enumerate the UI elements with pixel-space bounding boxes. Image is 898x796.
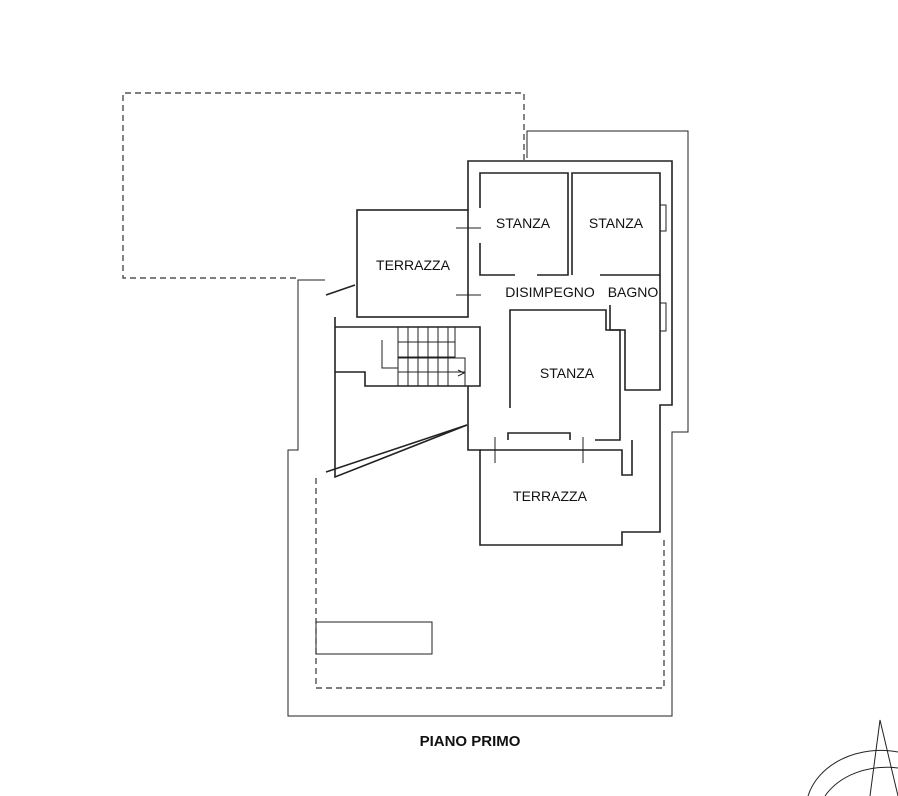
room-label-stanza-3: STANZA <box>540 365 595 381</box>
dashed-outline-lower <box>315 478 665 689</box>
wall-stanza-3 <box>509 309 621 441</box>
room-label-stanza-2: STANZA <box>589 215 644 231</box>
wall-bagno <box>609 275 661 391</box>
room-label-terrazza-bottom: TERRAZZA <box>513 488 588 504</box>
window <box>659 204 667 232</box>
window <box>659 302 667 332</box>
dashed-outline-upper <box>122 92 525 279</box>
building-wall <box>467 160 673 546</box>
garden-rect <box>315 621 433 655</box>
terrazza-bottom-outline <box>480 440 633 476</box>
wall-stanza-3b <box>507 432 571 440</box>
terrazza-top-outline <box>356 209 469 318</box>
north-arrow-icon <box>807 719 898 796</box>
plan-title: PIANO PRIMO <box>420 733 521 750</box>
diagonal-wall <box>325 424 468 473</box>
wall-stanza-1b <box>479 243 515 276</box>
wall-stanza-1 <box>479 172 569 276</box>
stairs <box>381 326 466 387</box>
lot-boundary <box>287 130 689 717</box>
room-label-disimpegno: DISIMPEGNO <box>505 284 595 300</box>
wall-stanza-2 <box>571 172 661 276</box>
room-label-stanza-1: STANZA <box>496 215 551 231</box>
stair-wall <box>334 317 468 479</box>
room-label-bagno: BAGNO <box>608 284 659 300</box>
diagonal-wall-top <box>325 284 356 296</box>
room-label-terrazza-top: TERRAZZA <box>376 257 451 273</box>
